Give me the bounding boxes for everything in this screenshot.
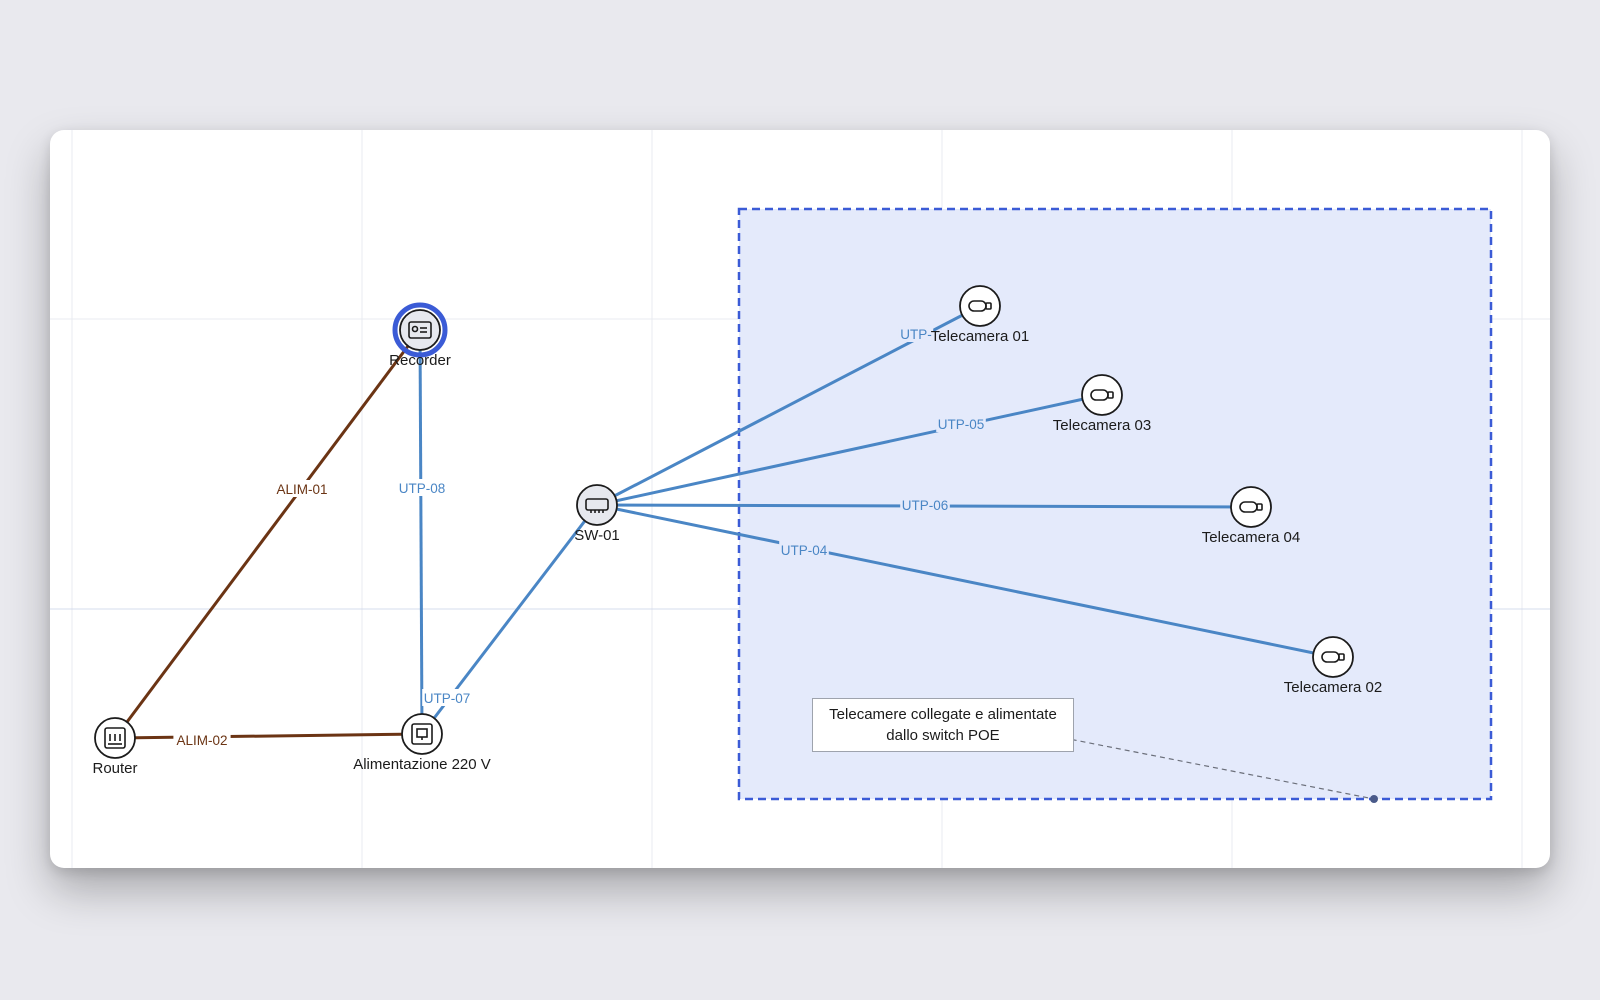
cable-line[interactable] [114, 732, 423, 740]
node-tel03[interactable]: Telecamera 03 [1053, 374, 1151, 434]
edge-label: UTP-08 [399, 481, 446, 496]
node-circle[interactable] [399, 309, 441, 351]
edge-label-bg [273, 480, 331, 497]
edge-label-bg [898, 325, 934, 342]
edge-label: UTP-07 [424, 691, 471, 706]
power-outlet-icon [411, 723, 433, 745]
network-diagram: ALIM-01ALIM-02UTP-08UTP-07UTP-05UTP-06UT… [50, 130, 1550, 868]
edge-label-bg [397, 479, 447, 496]
edge-label: UTP-04 [781, 543, 828, 558]
edge-alim-02[interactable]: ALIM-02 [114, 731, 423, 748]
router-icon [104, 727, 126, 749]
edge-label-bg [173, 731, 231, 748]
node-recorder[interactable]: Recorder [389, 302, 451, 369]
edge-alim-01[interactable]: ALIM-01 [113, 329, 422, 739]
node-label: Telecamera 04 [1202, 529, 1300, 546]
note-connector [1053, 735, 1375, 800]
node-label: Router [92, 760, 137, 777]
edge-label-bg [779, 541, 829, 558]
edge-utp-07[interactable]: UTP-07 [420, 504, 599, 735]
camera-icon [1239, 501, 1263, 513]
node-label: Telecamera 01 [931, 328, 1029, 345]
edge-label: ALIM-01 [276, 482, 327, 497]
edge-label: UTP-05 [938, 417, 985, 432]
node-tel02[interactable]: Telecamera 02 [1284, 636, 1382, 696]
camera-icon [968, 300, 992, 312]
edge-label-bg [900, 496, 950, 513]
camera-icon [1321, 651, 1345, 663]
edge-label: UTP- [900, 327, 932, 342]
cable-line[interactable] [596, 393, 1103, 507]
cable-line[interactable] [418, 329, 424, 735]
edge-utp-06[interactable]: UTP-06 [596, 496, 1252, 513]
node-circle[interactable] [1312, 636, 1354, 678]
node-sw01[interactable]: SW-01 [574, 484, 620, 544]
selection-ring [392, 302, 448, 358]
node-circle[interactable] [1230, 486, 1272, 528]
edge-label-bg [936, 415, 986, 432]
node-circle[interactable] [576, 484, 618, 526]
camera-icon [1090, 389, 1114, 401]
edge-label: ALIM-02 [176, 733, 227, 748]
switch-icon [585, 498, 609, 513]
node-tel04[interactable]: Telecamera 04 [1202, 486, 1300, 546]
edge-label-bg [422, 689, 472, 706]
node-label: Telecamera 02 [1284, 679, 1382, 696]
node-tel01[interactable]: Telecamera 01 [931, 285, 1029, 345]
note-anchor[interactable] [1370, 795, 1378, 803]
node-label: Alimentazione 220 V [353, 756, 491, 773]
node-alimentazione[interactable]: Alimentazione 220 V [353, 713, 491, 773]
node-label: SW-01 [574, 527, 620, 544]
edge-utp-05[interactable]: UTP-05 [596, 393, 1103, 507]
edge-utp-[interactable]: UTP- [596, 304, 981, 507]
recorder-icon [408, 321, 432, 339]
annotation-note[interactable]: Telecamere collegate e alimentate dallo … [812, 698, 1074, 752]
edge-utp-04[interactable]: UTP-04 [596, 503, 1334, 659]
note-line-1: Telecamere collegate e alimentate [829, 706, 1057, 723]
node-circle[interactable] [959, 285, 1001, 327]
node-circle[interactable] [401, 713, 443, 755]
note-line-2: dallo switch POE [886, 727, 1000, 744]
node-router[interactable]: Router [92, 717, 138, 777]
node-label: Recorder [389, 352, 451, 369]
cable-line[interactable] [113, 329, 422, 739]
cable-line[interactable] [596, 503, 1334, 659]
node-label: Telecamera 03 [1053, 417, 1151, 434]
edge-utp-08[interactable]: UTP-08 [397, 329, 447, 735]
node-circle[interactable] [1081, 374, 1123, 416]
edge-label: UTP-06 [902, 498, 949, 513]
